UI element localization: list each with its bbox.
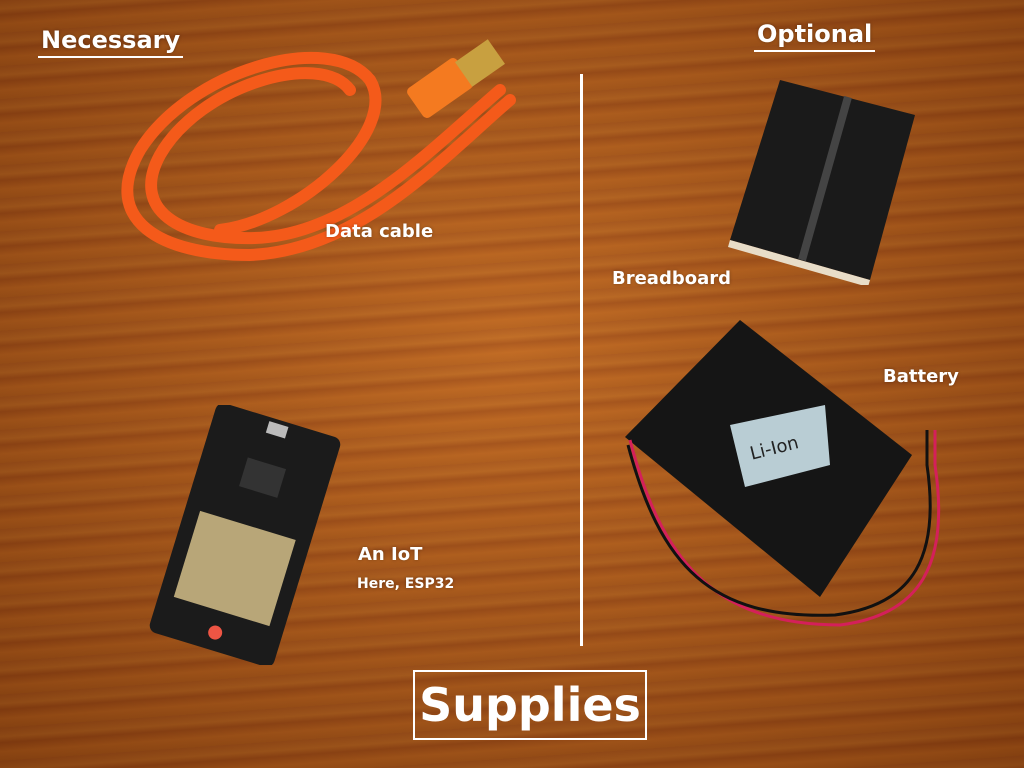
necessary-heading: Necessary xyxy=(38,26,184,58)
data-cable-label: Data cable xyxy=(325,221,434,242)
battery-label: Battery xyxy=(883,366,959,387)
iot-label: An IoT xyxy=(358,544,423,565)
battery-image: Li-Ion xyxy=(625,320,941,627)
breadboard-image xyxy=(728,80,915,285)
usb-data-cable-image xyxy=(121,39,516,262)
esp32-board-image xyxy=(149,405,341,665)
divider-line xyxy=(580,74,583,646)
optional-heading: Optional xyxy=(754,20,876,52)
esp32-sublabel: Here, ESP32 xyxy=(357,576,455,592)
supplies-title: Supplies xyxy=(413,670,647,740)
breadboard-label: Breadboard xyxy=(612,268,731,289)
